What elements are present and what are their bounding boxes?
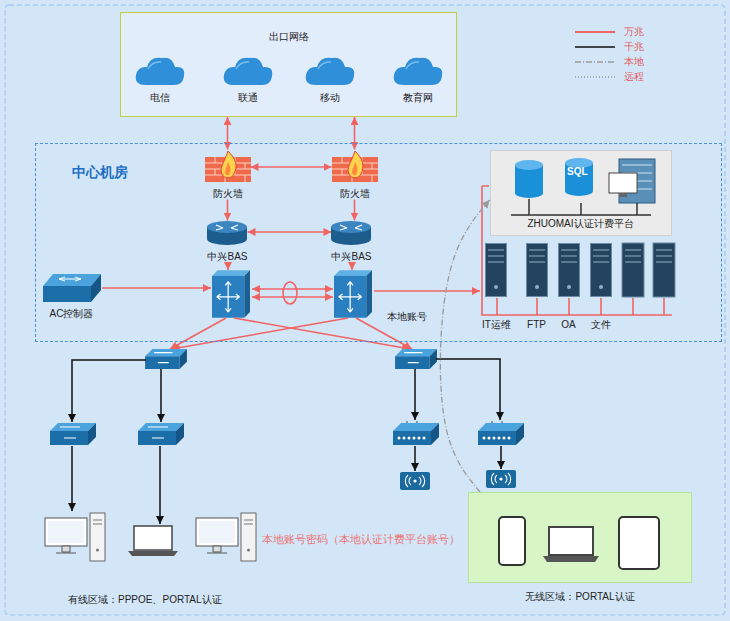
ten-gig-link <box>354 200 356 221</box>
cloud-node: 联通 <box>222 54 274 104</box>
legend-text: 万兆 <box>624 26 644 38</box>
db-label: SQL <box>567 166 588 178</box>
cloud-node-icon <box>392 54 444 86</box>
cloud-node: 电信 <box>134 54 186 104</box>
cloud-node-icon <box>304 54 356 86</box>
cloud-node-icon <box>222 54 274 86</box>
node-text: FTP <box>527 319 546 331</box>
legend-text: 远程 <box>624 71 644 83</box>
node-text: AC控制器 <box>50 308 94 320</box>
node-text: 中心机房 <box>72 164 721 181</box>
note-label: 本地账号密码（本地认证计费平台账号） <box>262 533 460 546</box>
node-text: 联通 <box>238 92 258 104</box>
ac-controller-icon <box>43 274 101 302</box>
legend-text: 千兆 <box>624 41 644 53</box>
ac-controller: AC控制器 <box>43 274 101 320</box>
zone-label: 有线区域：PPPOE、PORTAL认证 <box>68 594 222 606</box>
ten-gig-link <box>248 231 332 233</box>
server-icon <box>590 243 612 297</box>
exit-network-box: 电信 联通 移动 教育网 出口网络 <box>120 12 457 117</box>
server-icon <box>485 243 507 297</box>
wireless-zone-box: 无线区域：PORTAL认证 <box>468 492 692 583</box>
auth-platform-box: ZHUOMAI认证计费平台 <box>490 150 672 236</box>
legend-line-sample <box>575 32 615 77</box>
node-text: 中兴BAS <box>331 251 371 263</box>
machine-room-region: 防火墙 防火墙中兴BAS 中兴BAS AC控制器 ZHUOMAI认证计费平台 IT运维 FT… <box>35 143 722 342</box>
firewall-icon <box>332 150 378 182</box>
node-text: 防火墙 <box>340 188 370 200</box>
firewall: 防火墙 <box>332 150 378 200</box>
node-text: 无线区域：PORTAL认证 <box>469 591 691 603</box>
cloud-node: 教育网 <box>392 54 444 104</box>
box-illustration <box>469 493 691 582</box>
ten-gig-link <box>227 117 229 150</box>
node-text: IT运维 <box>482 319 511 331</box>
firewall-icon <box>205 150 251 182</box>
cloud-node-icon <box>134 54 186 86</box>
firewall: 防火墙 <box>205 150 251 200</box>
server: IT运维 <box>482 243 511 331</box>
node-text: 中兴BAS <box>207 251 247 263</box>
ten-gig-link <box>227 200 229 221</box>
node-text: 出口网络 <box>121 31 456 43</box>
bas-router-icon <box>207 221 247 245</box>
bas-router: 中兴BAS <box>331 221 371 263</box>
bas-router: 中兴BAS <box>207 221 247 263</box>
ten-gig-link <box>251 166 332 168</box>
account-label: 本地账号 <box>387 311 427 323</box>
node-text: ZHUOMAI认证计费平台 <box>527 218 633 230</box>
node-text: 教育网 <box>403 92 433 104</box>
node-text: OA <box>561 319 575 331</box>
ten-gig-link <box>354 117 356 150</box>
server: FTP <box>526 243 548 331</box>
server: 文件 <box>590 243 612 331</box>
node-text: 防火墙 <box>213 188 243 200</box>
node-text: 移动 <box>320 92 340 104</box>
server-icon <box>558 243 580 297</box>
bas-router-icon <box>331 221 371 245</box>
local-link <box>440 200 489 492</box>
server: OA <box>558 243 580 331</box>
node-text: 电信 <box>150 92 170 104</box>
legend-text: 本地 <box>624 56 644 68</box>
server-icon <box>526 243 548 297</box>
node-text: 文件 <box>591 319 611 331</box>
cloud-node: 移动 <box>304 54 356 104</box>
